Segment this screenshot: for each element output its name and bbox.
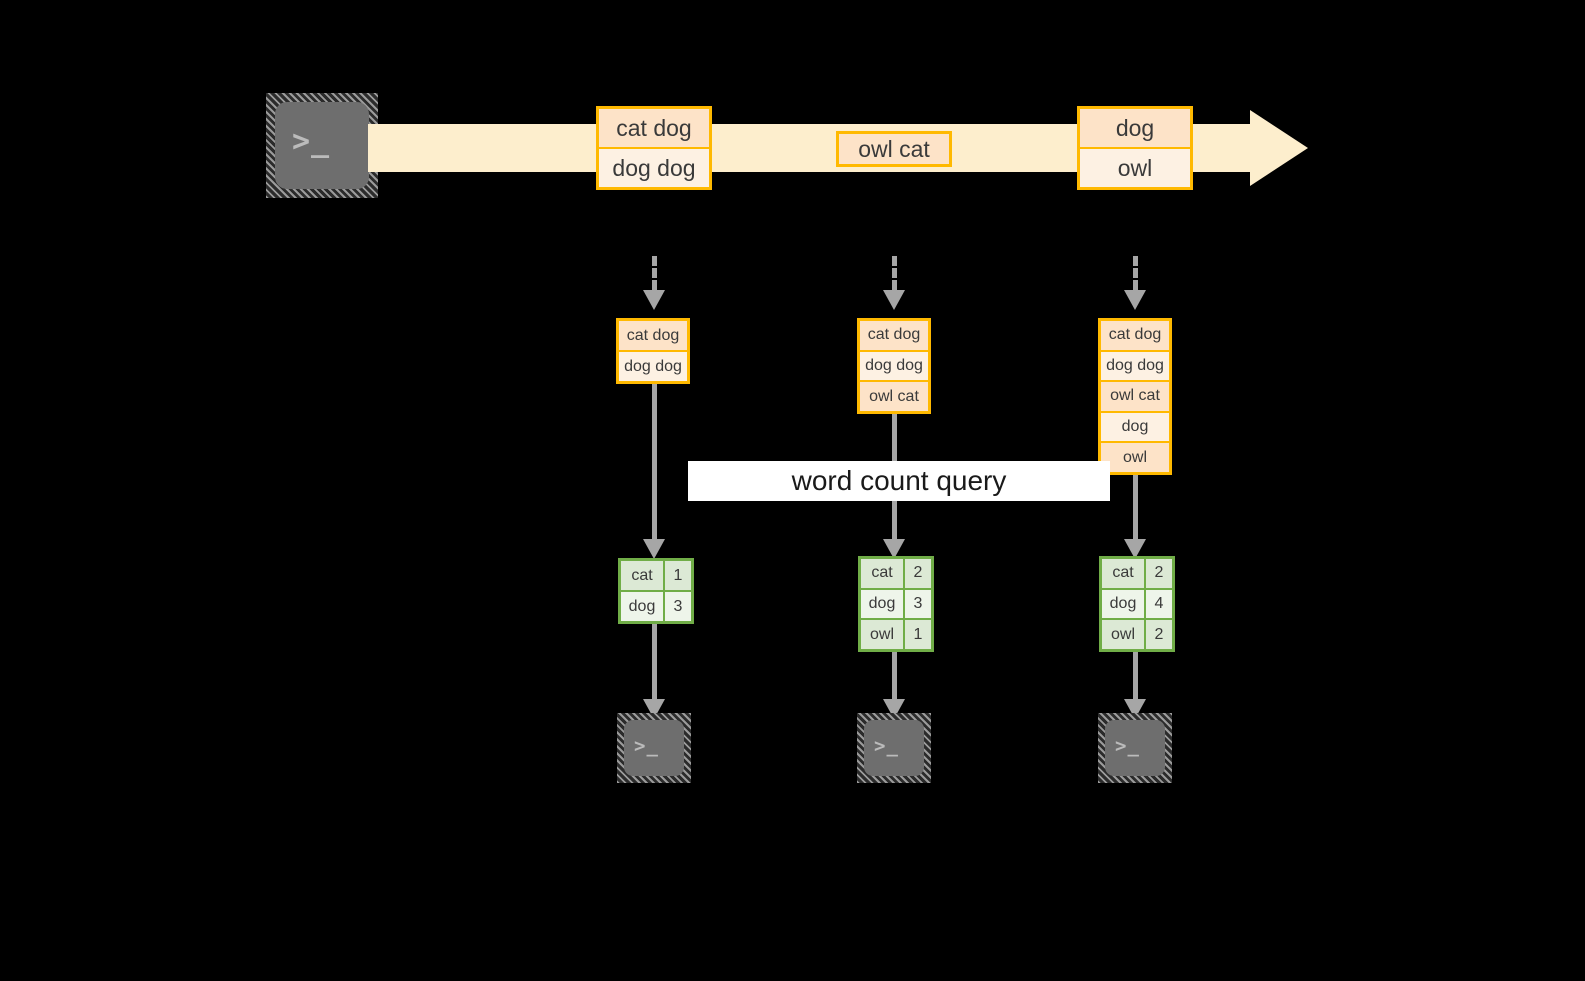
stream-to-state-arrowhead: [643, 290, 665, 310]
result-word: cat: [861, 559, 905, 588]
result-table: cat 1 dog 3: [618, 558, 694, 624]
result-to-sink-connector: [652, 624, 657, 699]
result-row: dog 3: [621, 592, 691, 621]
terminal-prompt-text: >_: [874, 735, 899, 757]
result-row: dog 3: [861, 589, 931, 621]
stream-to-state-dashed-connector: [892, 256, 897, 290]
terminal-prompt-text: >_: [634, 735, 659, 757]
result-count: 2: [905, 559, 931, 588]
terminal-screen: [1105, 720, 1165, 776]
state-row: dog: [1101, 412, 1169, 444]
terminal-prompt-text: >_: [292, 124, 331, 159]
sink-terminal-icon: >_: [617, 713, 691, 783]
state-to-result-arrowhead: [643, 539, 665, 559]
result-count: 2: [1146, 620, 1172, 650]
stream-arrowhead: [1250, 110, 1308, 186]
state-snapshot-box: cat dog dog dog owl cat: [857, 318, 931, 414]
result-word: cat: [621, 561, 665, 590]
stream-to-state-arrowhead: [883, 290, 905, 310]
result-word: dog: [621, 592, 665, 621]
state-to-result-connector: [1133, 475, 1138, 539]
state-row: owl: [1101, 443, 1169, 472]
state-snapshot-box: cat dog dog dog: [616, 318, 690, 384]
state-row: dog dog: [860, 351, 928, 383]
result-row: cat 2: [861, 559, 931, 590]
result-count: 3: [905, 589, 931, 619]
stream-record-cell: dog: [1080, 109, 1190, 149]
state-row: dog dog: [619, 352, 687, 381]
result-to-sink-connector: [892, 652, 897, 699]
state-to-result-arrowhead: [883, 539, 905, 559]
stream-record: owl cat: [836, 131, 952, 167]
result-row: dog 4: [1102, 589, 1172, 621]
result-to-sink-connector: [1133, 652, 1138, 699]
state-row: cat dog: [619, 321, 687, 352]
result-count: 2: [1146, 559, 1172, 588]
terminal-screen: [624, 720, 684, 776]
result-row: owl 1: [861, 620, 931, 650]
result-word: owl: [1102, 620, 1146, 650]
stream-to-state-arrowhead: [1124, 290, 1146, 310]
stream-record-cell: dog dog: [599, 149, 709, 187]
stream-record-cell: owl cat: [839, 134, 949, 164]
result-table: cat 2 dog 4 owl 2: [1099, 556, 1175, 652]
result-word: dog: [1102, 589, 1146, 619]
result-count: 3: [665, 592, 691, 621]
result-count: 1: [665, 561, 691, 590]
state-row: cat dog: [1101, 321, 1169, 352]
result-count: 1: [905, 620, 931, 650]
state-row: cat dog: [860, 321, 928, 352]
state-snapshot-box: cat dog dog dog owl cat dog owl: [1098, 318, 1172, 475]
query-label-band: word count query: [688, 461, 1110, 501]
result-word: cat: [1102, 559, 1146, 588]
state-row: owl cat: [1101, 382, 1169, 413]
sink-terminal-icon: >_: [1098, 713, 1172, 783]
terminal-prompt-text: >_: [1115, 735, 1140, 757]
query-label: word count query: [791, 465, 1007, 496]
terminal-screen: [275, 102, 369, 189]
terminal-screen: [864, 720, 924, 776]
stream-record-cell: cat dog: [599, 109, 709, 149]
state-to-result-connector: [652, 384, 657, 539]
result-word: dog: [861, 589, 905, 619]
sink-terminal-icon: >_: [857, 713, 931, 783]
result-count: 4: [1146, 589, 1172, 619]
result-word: owl: [861, 620, 905, 650]
result-row: cat 2: [1102, 559, 1172, 590]
state-row: owl cat: [860, 382, 928, 412]
result-row: owl 2: [1102, 620, 1172, 650]
state-to-result-arrowhead: [1124, 539, 1146, 559]
stream-record: cat dog dog dog: [596, 106, 712, 190]
stream-record-cell: owl: [1080, 149, 1190, 187]
source-terminal-icon: >_: [266, 93, 378, 198]
state-row: dog dog: [1101, 351, 1169, 383]
result-row: cat 1: [621, 561, 691, 592]
result-table: cat 2 dog 3 owl 1: [858, 556, 934, 652]
stream-to-state-dashed-connector: [1133, 256, 1138, 290]
stream-to-state-dashed-connector: [652, 256, 657, 290]
stream-record: dog owl: [1077, 106, 1193, 190]
